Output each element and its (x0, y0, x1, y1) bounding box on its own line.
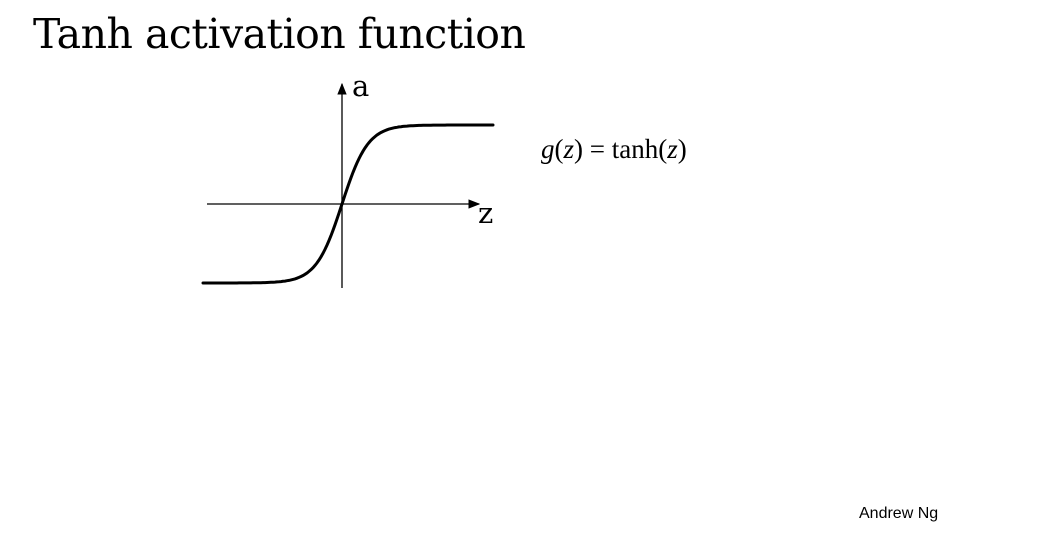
formula-equals-tanh: ) = tanh( (574, 134, 668, 164)
tanh-formula: g(z) = tanh(z) (541, 133, 687, 165)
author-credit: Andrew Ng (859, 505, 939, 522)
a-axis-label: a (352, 69, 369, 103)
formula-close-paren: ) (677, 134, 687, 164)
formula-open-paren: ( (554, 134, 564, 164)
slide-title: Tanh activation function (33, 10, 526, 58)
z-axis-label: z (478, 196, 493, 230)
formula-z-inner: z (667, 134, 678, 164)
formula-z-arg: z (563, 134, 575, 164)
tanh-curve (201, 123, 495, 285)
formula-g: g (541, 134, 555, 164)
